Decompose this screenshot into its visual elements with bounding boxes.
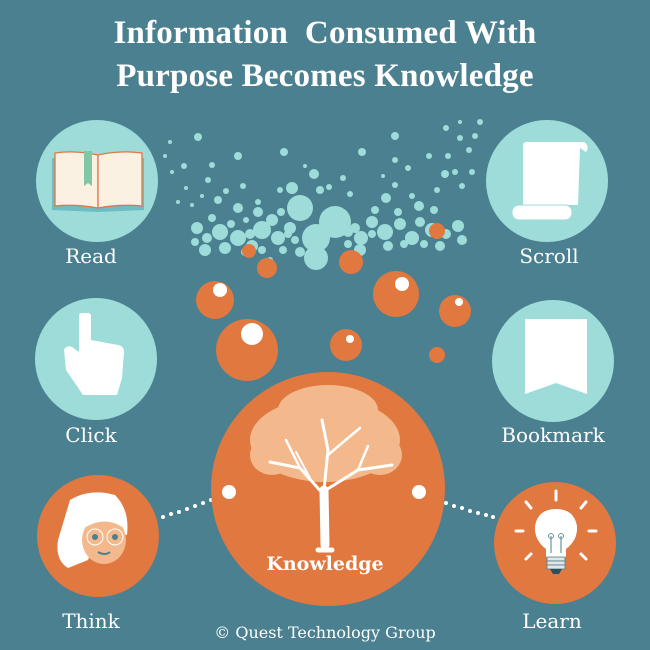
- label-click: Click: [65, 423, 117, 447]
- title-line-2: Purpose Becomes Knowledge: [116, 58, 534, 94]
- label-think: Think: [62, 609, 120, 633]
- label-read: Read: [65, 244, 117, 268]
- label-bookmark: Bookmark: [501, 423, 605, 447]
- label-learn: Learn: [522, 609, 582, 633]
- copyright-footer: © Quest Technology Group: [214, 623, 436, 642]
- label-knowledge: Knowledge: [266, 553, 384, 575]
- title-line-1: Information Consumed With: [113, 15, 537, 51]
- page-title: Information Consumed With Purpose Become…: [0, 12, 650, 98]
- label-scroll: Scroll: [519, 244, 579, 268]
